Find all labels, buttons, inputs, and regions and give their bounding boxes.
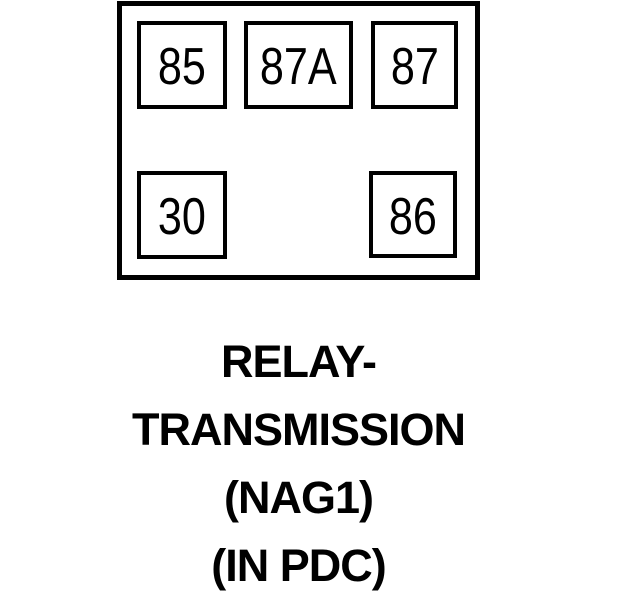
relay-body-outline: 85 87A 87 30 86 xyxy=(117,1,480,280)
pin-terminal-85: 85 xyxy=(137,21,227,109)
diagram-caption: RELAY- TRANSMISSION (NAG1) (IN PDC) xyxy=(117,328,480,600)
pin-terminal-87: 87 xyxy=(371,21,458,109)
pin-terminal-label: 87 xyxy=(390,38,439,96)
pin-terminal-86: 86 xyxy=(369,171,457,258)
pin-terminal-label: 85 xyxy=(157,38,207,96)
pin-terminal-30: 30 xyxy=(137,171,227,259)
caption-line-relay: RELAY- xyxy=(221,336,377,387)
pin-terminal-label: 87A xyxy=(260,38,337,96)
pin-terminal-87a: 87A xyxy=(244,21,353,109)
caption-line-transmission: TRANSMISSION xyxy=(131,404,466,455)
caption-line-in-pdc: (IN PDC) xyxy=(211,540,386,591)
pin-terminal-label: 86 xyxy=(388,187,438,246)
caption-line-nag1: (NAG1) xyxy=(224,472,374,523)
pin-terminal-label: 30 xyxy=(157,188,207,246)
